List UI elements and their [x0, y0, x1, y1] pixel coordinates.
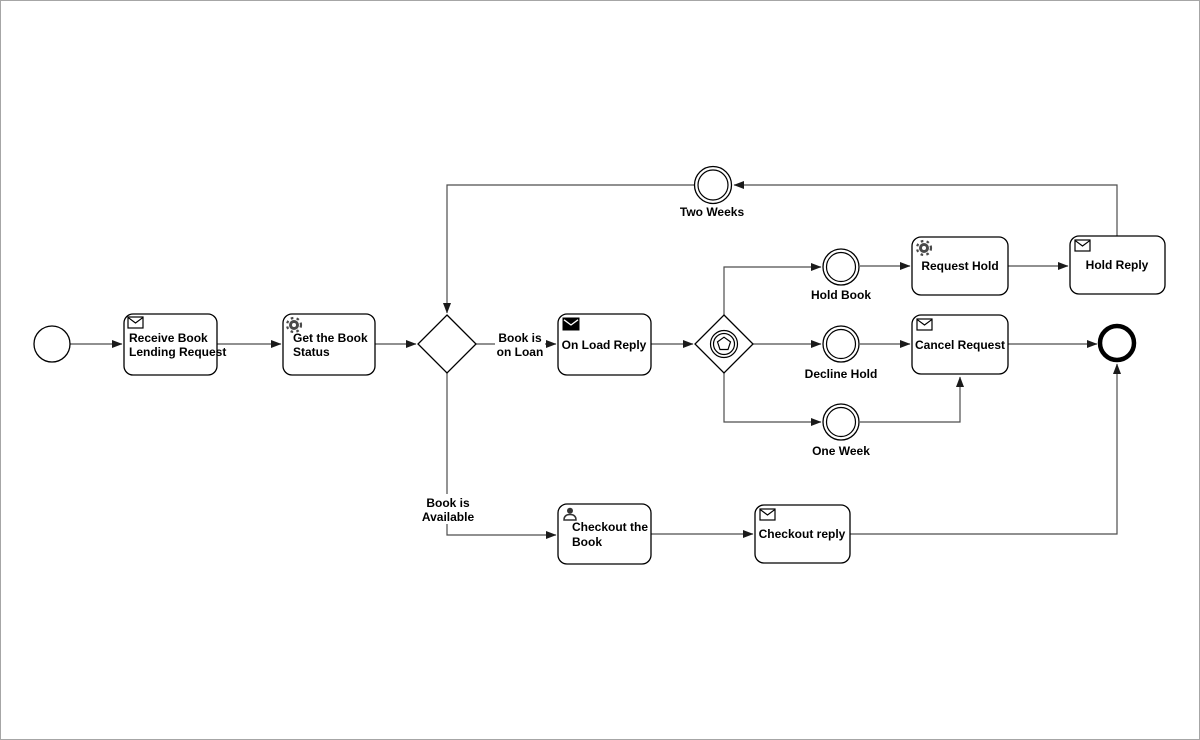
- flow-holdreply-to-twoweeks: [733, 181, 1118, 236]
- task-label: Lending Request: [129, 345, 226, 359]
- flow-label-line: on Loan: [497, 345, 544, 359]
- start-event[interactable]: [33, 325, 71, 363]
- flow-label-line: Book is: [426, 496, 470, 510]
- task-checkout-reply[interactable]: Checkout reply: [754, 504, 851, 564]
- intermediate-event-hold-book[interactable]: Hold Book: [811, 248, 871, 302]
- flow-label-line: Available: [422, 510, 475, 524]
- flow-gateway-to-checkoutbook: [446, 373, 557, 539]
- event-label: Two Weeks: [680, 205, 745, 219]
- service-gear-icon: [285, 316, 303, 334]
- task-label: On Load Reply: [562, 338, 647, 352]
- task-hold-reply[interactable]: Hold Reply: [1069, 235, 1166, 295]
- task-label: Book: [572, 535, 602, 549]
- user-icon: [563, 507, 577, 521]
- flow-label-book-available: Book is Available: [422, 494, 475, 524]
- event-label: One Week: [812, 444, 870, 458]
- exclusive-gateway[interactable]: [417, 314, 477, 374]
- task-on-load-reply[interactable]: On Load Reply: [557, 313, 652, 376]
- sequence-flows: [70, 181, 1121, 539]
- event-label: Decline Hold: [805, 367, 878, 381]
- intermediate-event-decline-hold[interactable]: Decline Hold: [805, 325, 878, 381]
- task-label: Checkout reply: [759, 527, 846, 541]
- event-label: Hold Book: [811, 288, 871, 302]
- event-based-gateway[interactable]: [694, 314, 754, 374]
- message-icon: [127, 316, 144, 329]
- label-background: [423, 494, 473, 524]
- task-label: Request Hold: [921, 259, 998, 273]
- task-get-the-book-status[interactable]: Get the Book Status: [282, 313, 376, 376]
- label-background: [495, 328, 545, 360]
- message-icon: [1074, 239, 1091, 252]
- intermediate-event-two-weeks[interactable]: Two Weeks: [680, 165, 745, 220]
- end-event[interactable]: [1097, 323, 1137, 363]
- flow-label-line: Book is: [498, 331, 542, 345]
- task-cancel-request[interactable]: Cancel Request: [911, 314, 1009, 375]
- flow-eventgateway-to-oneweek: [723, 373, 822, 426]
- flow-twoweeks-to-gateway: [443, 184, 694, 314]
- flow-oneweek-to-cancelrequest: [860, 376, 964, 423]
- service-gear-icon: [915, 239, 933, 257]
- task-request-hold[interactable]: Request Hold: [911, 236, 1009, 296]
- task-label: Get the Book: [293, 331, 368, 345]
- task-label: Checkout the: [572, 520, 648, 534]
- task-label: Cancel Request: [915, 338, 1005, 352]
- task-label: Receive Book: [129, 331, 208, 345]
- task-label: Hold Reply: [1086, 258, 1149, 272]
- flow-eventgateway-to-holdbook: [723, 263, 822, 315]
- message-icon: [759, 508, 776, 521]
- flow-checkoutreply-to-end: [850, 363, 1121, 535]
- task-receive-book-lending-request[interactable]: Receive Book Lending Request: [123, 313, 226, 376]
- flow-label-book-on-loan: Book is on Loan: [495, 328, 545, 360]
- intermediate-event-one-week[interactable]: One Week: [812, 403, 870, 458]
- pentagon-in-circle-icon: [709, 329, 739, 359]
- send-message-icon: [562, 317, 580, 331]
- task-label: Status: [293, 345, 330, 359]
- task-checkout-the-book[interactable]: Checkout the Book: [557, 503, 652, 565]
- message-icon: [916, 318, 933, 331]
